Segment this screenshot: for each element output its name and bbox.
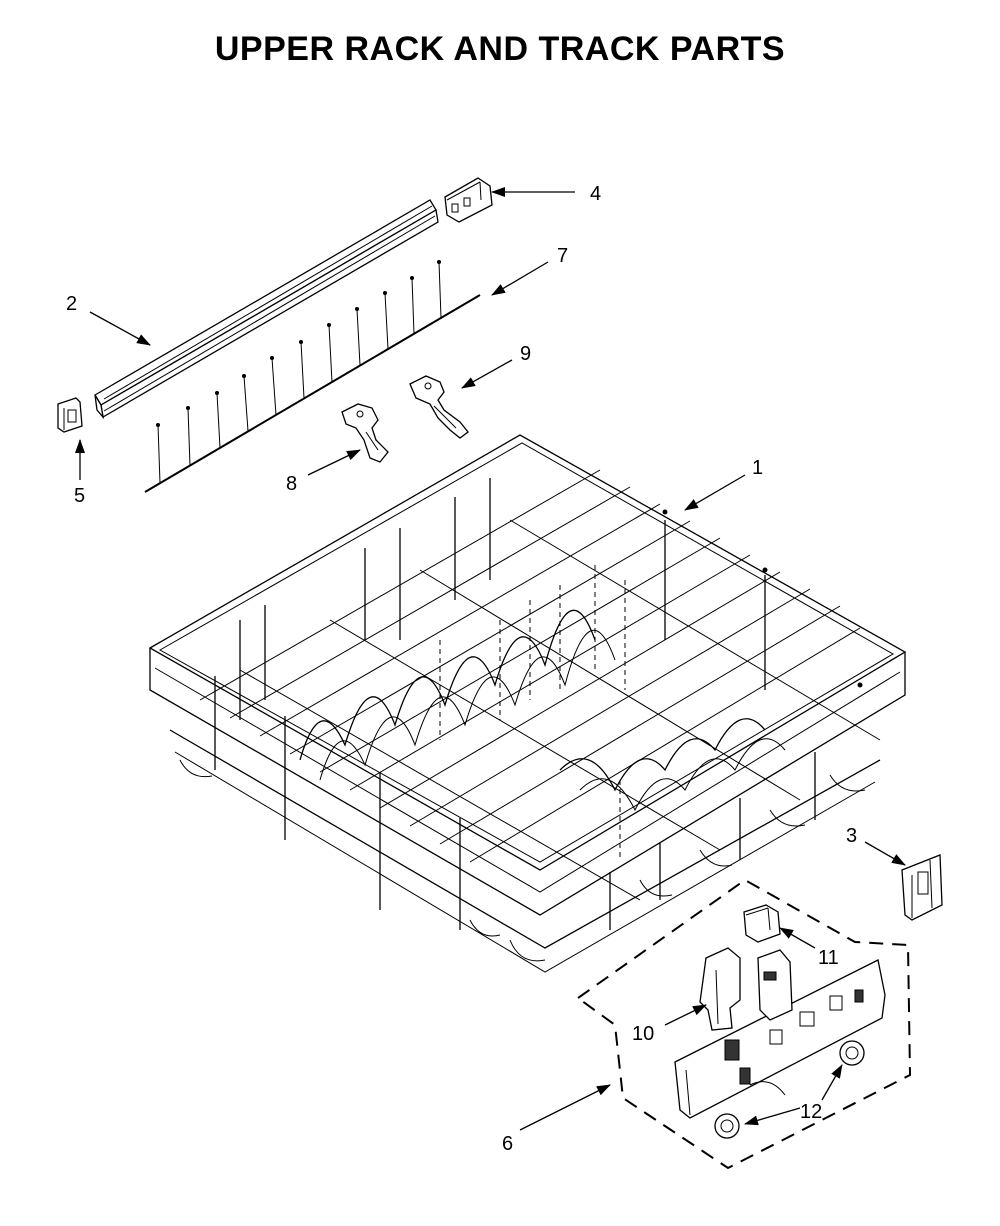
leader-arrows [75,187,906,1131]
adjuster-plate [674,959,886,1119]
callout-6: 6 [502,1133,513,1155]
callout-10: 10 [632,1023,654,1045]
callout-9: 9 [520,343,531,365]
part-4-track-end-stop[interactable] [444,177,493,223]
part-7-tine-row[interactable] [144,260,481,493]
part-12-wheels[interactable] [714,1040,865,1139]
callout-2: 2 [66,293,77,315]
part-1-upper-rack[interactable] [148,434,907,973]
part-8-tine-clip[interactable] [341,403,389,463]
callout-8: 8 [286,473,297,495]
part-2-track-rail[interactable] [94,199,439,420]
page-title: UPPER RACK AND TRACK PARTS [214,30,786,68]
callout-12: 12 [800,1101,822,1123]
part-6-adjuster-kit[interactable] [577,878,912,1170]
callout-1: 1 [752,457,763,479]
callout-labels: 4 7 2 9 5 8 1 3 11 10 6 12 [66,183,857,1155]
part-9-tine-clip[interactable] [409,375,469,439]
callout-5: 5 [74,485,85,507]
part-11-cap[interactable] [743,904,781,943]
callout-11: 11 [818,947,839,969]
part-5-rail-clip[interactable] [57,397,83,433]
callout-7: 7 [557,245,568,267]
part-3-rack-bracket[interactable] [901,854,943,921]
callout-4: 4 [590,183,601,205]
callout-3: 3 [846,825,857,847]
